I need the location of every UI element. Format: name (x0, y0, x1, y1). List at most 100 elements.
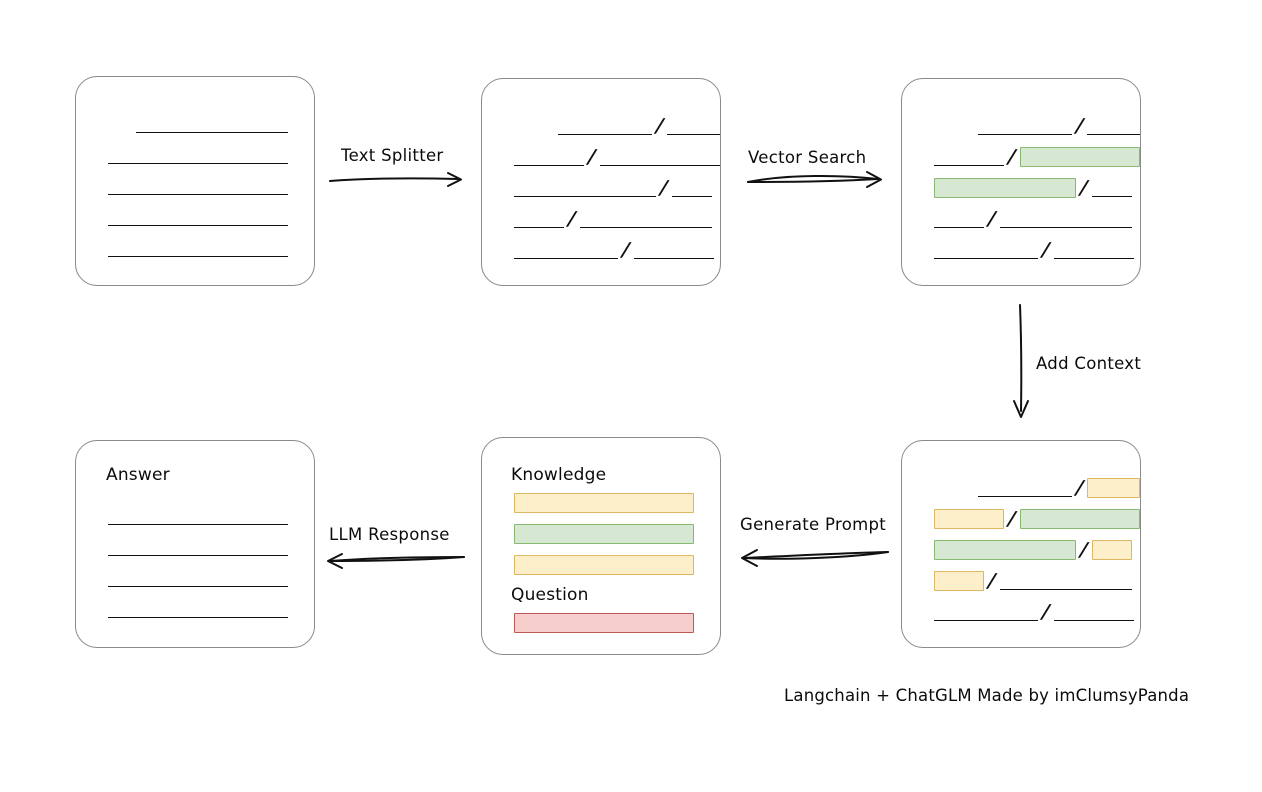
chunk-separator-slash: / (1007, 146, 1017, 168)
chunk-row: / (902, 508, 1140, 530)
text-line (76, 237, 314, 259)
text-line-segment (1092, 177, 1132, 199)
generated-prompt-box[interactable]: Knowledge Question (481, 437, 721, 655)
text-line-segment (634, 239, 714, 261)
highlight-chip-yellow (1087, 478, 1140, 498)
text-line-segment (934, 601, 1038, 623)
highlight-chip-yellow (1092, 540, 1132, 560)
chunk-separator-slash: / (654, 115, 665, 137)
text-line-segment (108, 237, 288, 259)
edge-generate-prompt-label: Generate Prompt (740, 515, 886, 534)
chunk-row: / (902, 477, 1140, 499)
chunk-row: / (902, 570, 1140, 592)
highlight-chip-green (934, 540, 1076, 560)
chunk-separator-slash: / (567, 208, 577, 230)
text-line-segment (108, 598, 288, 620)
chunk-row: / (902, 601, 1140, 623)
vector-matched-chunks-box[interactable]: / / / / / (901, 78, 1141, 286)
source-document-lines (76, 77, 314, 285)
chunk-separator-slash: / (1041, 239, 1051, 261)
chunk-row: / (902, 146, 1140, 168)
edge-text-splitter-label: Text Splitter (341, 146, 444, 165)
chunk-row: / (902, 239, 1140, 261)
chunk-row: / (482, 177, 720, 199)
text-line-segment (667, 115, 720, 137)
chunk-separator-slash: / (1074, 115, 1085, 137)
text-line (76, 505, 314, 527)
text-line (76, 536, 314, 558)
text-line-segment (1087, 115, 1140, 137)
chunk-row: / (902, 539, 1140, 561)
text-line-segment (108, 206, 288, 228)
chunk-separator-slash: / (987, 208, 997, 230)
text-line-segment (1000, 208, 1132, 230)
text-line-segment (514, 208, 564, 230)
text-line-segment (934, 239, 1038, 261)
text-line-segment (108, 175, 288, 197)
chunk-separator-slash: / (987, 570, 997, 592)
text-line-segment (978, 115, 1072, 137)
source-document-box[interactable] (75, 76, 315, 286)
question-title: Question (511, 585, 589, 605)
text-line-segment (1054, 239, 1134, 261)
chunk-separator-slash: / (1074, 477, 1085, 499)
text-line-segment (600, 146, 720, 168)
text-line (76, 175, 314, 197)
highlight-chip-green (1020, 147, 1140, 167)
chunk-separator-slash: / (1041, 601, 1051, 623)
answer-lines (76, 441, 314, 647)
chunk-row: / (482, 115, 720, 137)
knowledge-bar-green (514, 524, 694, 544)
chunk-separator-slash: / (1007, 508, 1017, 530)
highlight-chip-green (1020, 509, 1140, 529)
chunk-row: / (482, 208, 720, 230)
chunk-separator-slash: / (587, 146, 597, 168)
split-chunks-rows: / / / / / (482, 79, 720, 285)
highlight-chip-yellow (934, 509, 1004, 529)
edge-add-context-arrow (1013, 304, 1029, 418)
text-line-segment (136, 113, 288, 135)
text-line (76, 113, 314, 135)
text-line (76, 567, 314, 589)
text-line-segment (672, 177, 712, 199)
highlight-chip-yellow (934, 571, 984, 591)
edge-text-splitter-arrow (329, 172, 462, 187)
text-line-segment (580, 208, 712, 230)
context-chunks-box[interactable]: / / / / / (901, 440, 1141, 648)
chunk-row: / (482, 239, 720, 261)
chunk-separator-slash: / (1079, 177, 1089, 199)
edge-generate-prompt-arrow (741, 549, 889, 567)
question-bar-red (514, 613, 694, 633)
text-line (76, 144, 314, 166)
chunk-separator-slash: / (659, 177, 669, 199)
text-line-segment (108, 567, 288, 589)
chunk-row: / (482, 146, 720, 168)
answer-box[interactable]: Answer (75, 440, 315, 648)
footer-credit: Langchain + ChatGLM Made by imClumsyPand… (784, 686, 1190, 705)
edge-vector-search-label: Vector Search (748, 148, 867, 167)
chunk-row: / (902, 115, 1140, 137)
knowledge-bar-yellow (514, 555, 694, 575)
knowledge-bars (482, 438, 720, 654)
text-line-segment (934, 208, 984, 230)
text-line-segment (514, 177, 656, 199)
text-line (76, 206, 314, 228)
chunk-separator-slash: / (1079, 539, 1089, 561)
chunk-separator-slash: / (621, 239, 631, 261)
split-chunks-box[interactable]: / / / / / (481, 78, 721, 286)
question-bars (482, 438, 720, 654)
highlight-chip-green (934, 178, 1076, 198)
edge-llm-response-label: LLM Response (329, 525, 450, 544)
text-line-segment (978, 477, 1072, 499)
text-line (76, 598, 314, 620)
answer-title: Answer (106, 465, 170, 485)
text-line-segment (108, 505, 288, 527)
text-line-segment (934, 146, 1004, 168)
knowledge-title: Knowledge (511, 465, 607, 485)
chunk-row: / (902, 177, 1140, 199)
vector-matched-chunks-rows: / / / / / (902, 79, 1140, 285)
context-chunks-rows: / / / / / (902, 441, 1140, 647)
text-line-segment (1054, 601, 1134, 623)
chunk-row: / (902, 208, 1140, 230)
